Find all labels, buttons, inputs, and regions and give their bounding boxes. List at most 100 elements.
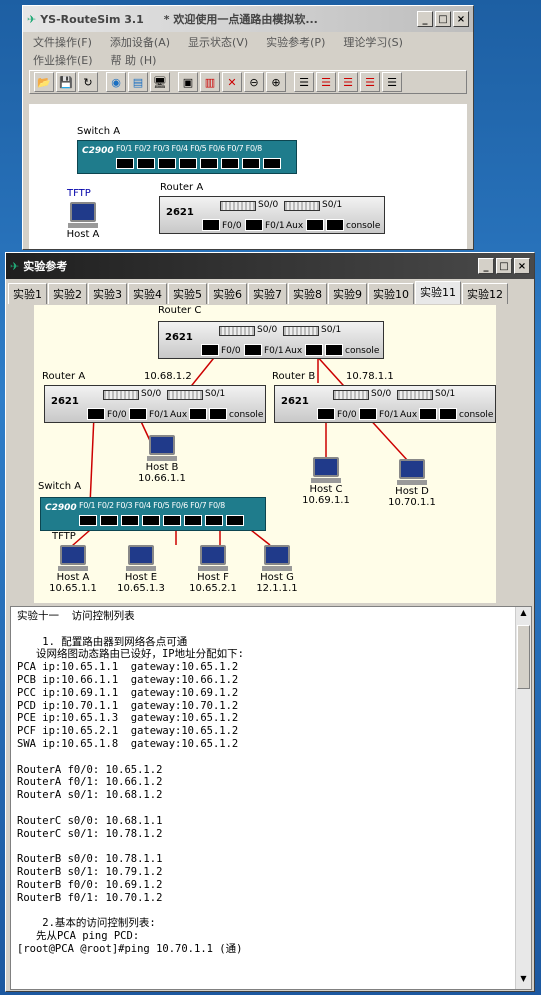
router-a-aux: Aux: [170, 410, 188, 420]
router-a-f0: F0/0: [107, 410, 127, 420]
tab-lab-8[interactable]: 实验8: [288, 283, 327, 304]
router-a-diagram-label: Router A: [42, 371, 86, 382]
switch-icon[interactable]: ▤: [128, 72, 148, 92]
lab-maximize-button[interactable]: □: [496, 258, 512, 274]
port-f1: F0/1: [265, 221, 285, 231]
doc-red-icon-2[interactable]: ☰: [338, 72, 358, 92]
router-icon[interactable]: ◉: [106, 72, 126, 92]
router-b-model: 2621: [281, 396, 309, 407]
menu-bar-row1: 文件操作(F) 添加设备(A) 显示状态(V) 实验参考(P) 理论学习(S): [23, 32, 473, 52]
host-a-name: Host A: [56, 572, 90, 583]
tab-lab-5[interactable]: 实验5: [168, 283, 207, 304]
host-g[interactable]: Host G 12.1.1.1: [248, 545, 306, 594]
main-title-bar[interactable]: ✈ YS-RouteSim 3.1 * 欢迎使用一点通路由模拟软... _ □ …: [23, 6, 473, 32]
host-b-name: Host B: [145, 462, 179, 473]
router-model: 2621: [166, 207, 194, 218]
host-d[interactable]: Host D 10.70.1.1: [382, 459, 442, 508]
lab-title-bar[interactable]: ✈ 实验参考 _ □ ×: [6, 253, 534, 279]
menu-view-status[interactable]: 显示状态(V): [188, 36, 249, 49]
switch-a-diagram-device[interactable]: C2900 F0/1 F0/2 F0/3 F0/4 F0/5 F0/6 F0/7…: [40, 497, 266, 531]
port-f0: F0/0: [222, 221, 242, 231]
router-c-device[interactable]: 2621 S0/0 S0/1 F0/0 F0/1 Aux console: [158, 321, 384, 359]
toolbar: 📂 💾 ↻ ◉ ▤ 🖥 ▣ ▥ ✕ ⊖ ⊕ ☰ ☰ ☰ ☰ ☰: [29, 70, 467, 94]
save-icon[interactable]: 💾: [56, 72, 76, 92]
router-c-model: 2621: [165, 332, 193, 343]
menu-theory[interactable]: 理论学习(S): [343, 36, 403, 49]
scroll-up-icon[interactable]: ▲: [520, 608, 527, 617]
app-title: YS-RouteSim 3.1: [40, 12, 144, 26]
menu-lab-reference[interactable]: 实验参考(P): [266, 36, 326, 49]
port-console: console: [346, 221, 381, 231]
pc-icon: [149, 435, 175, 455]
delete-icon[interactable]: ✕: [222, 72, 242, 92]
host-b[interactable]: Host B 10.66.1.1: [134, 435, 190, 484]
doc-red-icon-3[interactable]: ☰: [360, 72, 380, 92]
pc-icon: [60, 545, 86, 565]
tab-lab-6[interactable]: 实验6: [208, 283, 247, 304]
maximize-button[interactable]: □: [435, 11, 451, 27]
doc-red-icon-1[interactable]: ☰: [316, 72, 336, 92]
router-c-s1: S0/1: [321, 325, 342, 335]
pc-icon: [264, 545, 290, 565]
switch-a-diagram-label: Switch A: [38, 481, 82, 492]
router-b-f1: F0/1: [379, 410, 399, 420]
close-button[interactable]: ×: [453, 11, 469, 27]
chart-icon[interactable]: ▥: [200, 72, 220, 92]
host-d-name: Host D: [395, 486, 429, 497]
refresh-icon[interactable]: ↻: [78, 72, 98, 92]
tftp-label: TFTP: [67, 188, 91, 199]
zoom-out-icon[interactable]: ⊖: [244, 72, 264, 92]
lab-minimize-button[interactable]: _: [478, 258, 494, 274]
tab-lab-11[interactable]: 实验11: [415, 281, 461, 304]
tab-lab-12[interactable]: 实验12: [462, 283, 508, 304]
console-icon[interactable]: ▣: [178, 72, 198, 92]
host-a[interactable]: Host A: [63, 202, 103, 240]
doc-icon[interactable]: ☰: [382, 72, 402, 92]
menu-homework[interactable]: 作业操作(E): [33, 54, 93, 67]
tab-lab-7[interactable]: 实验7: [248, 283, 287, 304]
router-b-device[interactable]: 2621 S0/0 S0/1 F0/0 F0/1 Aux console: [274, 385, 496, 423]
pc-icon: [313, 457, 339, 477]
router-b-s0: S0/0: [371, 389, 392, 399]
main-canvas[interactable]: Switch A C2900 F0/1 F0/2 F0/3 F0/4 F0/5 …: [29, 104, 467, 249]
minimize-button[interactable]: _: [417, 11, 433, 27]
scroll-down-icon[interactable]: ▼: [520, 974, 527, 983]
host-e[interactable]: Host E 10.65.1.3: [112, 545, 170, 594]
switch-a-model: C2900: [45, 503, 77, 513]
pc-icon: [200, 545, 226, 565]
scroll-thumb[interactable]: [517, 625, 530, 689]
zoom-in-icon[interactable]: ⊕: [266, 72, 286, 92]
lab-logo-icon: ✈: [10, 259, 20, 273]
host-a-diagram[interactable]: Host A 10.65.1.1: [44, 545, 102, 594]
tab-lab-2[interactable]: 实验2: [48, 283, 87, 304]
tab-lab-9[interactable]: 实验9: [328, 283, 367, 304]
host-d-ip: 10.70.1.1: [388, 497, 436, 508]
router-a-device[interactable]: 2621 S0/0 S0/1 F0/0 F0/1 Aux console: [159, 196, 385, 234]
menu-add-device[interactable]: 添加设备(A): [109, 36, 171, 49]
vertical-scrollbar[interactable]: ▲ ▼: [515, 607, 531, 989]
host-e-name: Host E: [124, 572, 158, 583]
menu-help[interactable]: 帮 助 (H): [110, 54, 157, 67]
switch-a-ports: F0/1 F0/2 F0/3 F0/4 F0/5 F0/6 F0/7 F0/8: [79, 501, 225, 510]
host-a-ip: 10.65.1.1: [49, 583, 97, 594]
pc-icon: [399, 459, 425, 479]
router-b-f0: F0/0: [337, 410, 357, 420]
tab-lab-10[interactable]: 实验10: [368, 283, 414, 304]
router-c-aux: Aux: [285, 346, 303, 356]
host-f[interactable]: Host F 10.65.2.1: [184, 545, 242, 594]
tab-lab-3[interactable]: 实验3: [88, 283, 127, 304]
lab-tabs: 实验1 实验2 实验3 实验4 实验5 实验6 实验7 实验8 实验9 实验10…: [6, 279, 534, 304]
menu-file[interactable]: 文件操作(F): [33, 36, 92, 49]
router-a-diagram-device[interactable]: 2621 S0/0 S0/1 F0/0 F0/1 Aux console: [44, 385, 266, 423]
host-c[interactable]: Host C 10.69.1.1: [296, 457, 356, 506]
switch-a-device[interactable]: C2900 F0/1 F0/2 F0/3 F0/4 F0/5 F0/6 F0/7…: [77, 140, 297, 174]
lab-close-button[interactable]: ×: [514, 258, 530, 274]
tab-lab-1[interactable]: 实验1: [8, 283, 47, 304]
list-icon[interactable]: ☰: [294, 72, 314, 92]
tab-lab-4[interactable]: 实验4: [128, 283, 167, 304]
lab-instructions-text[interactable]: 实验十一 访问控制列表 1. 配置路由器到网络各点可通 设网络图动态路由已设好，…: [10, 606, 532, 990]
pc-icon[interactable]: 🖥: [150, 72, 170, 92]
pc-icon: [128, 545, 154, 565]
router-c-s0: S0/0: [257, 325, 278, 335]
open-folder-icon[interactable]: 📂: [34, 72, 54, 92]
